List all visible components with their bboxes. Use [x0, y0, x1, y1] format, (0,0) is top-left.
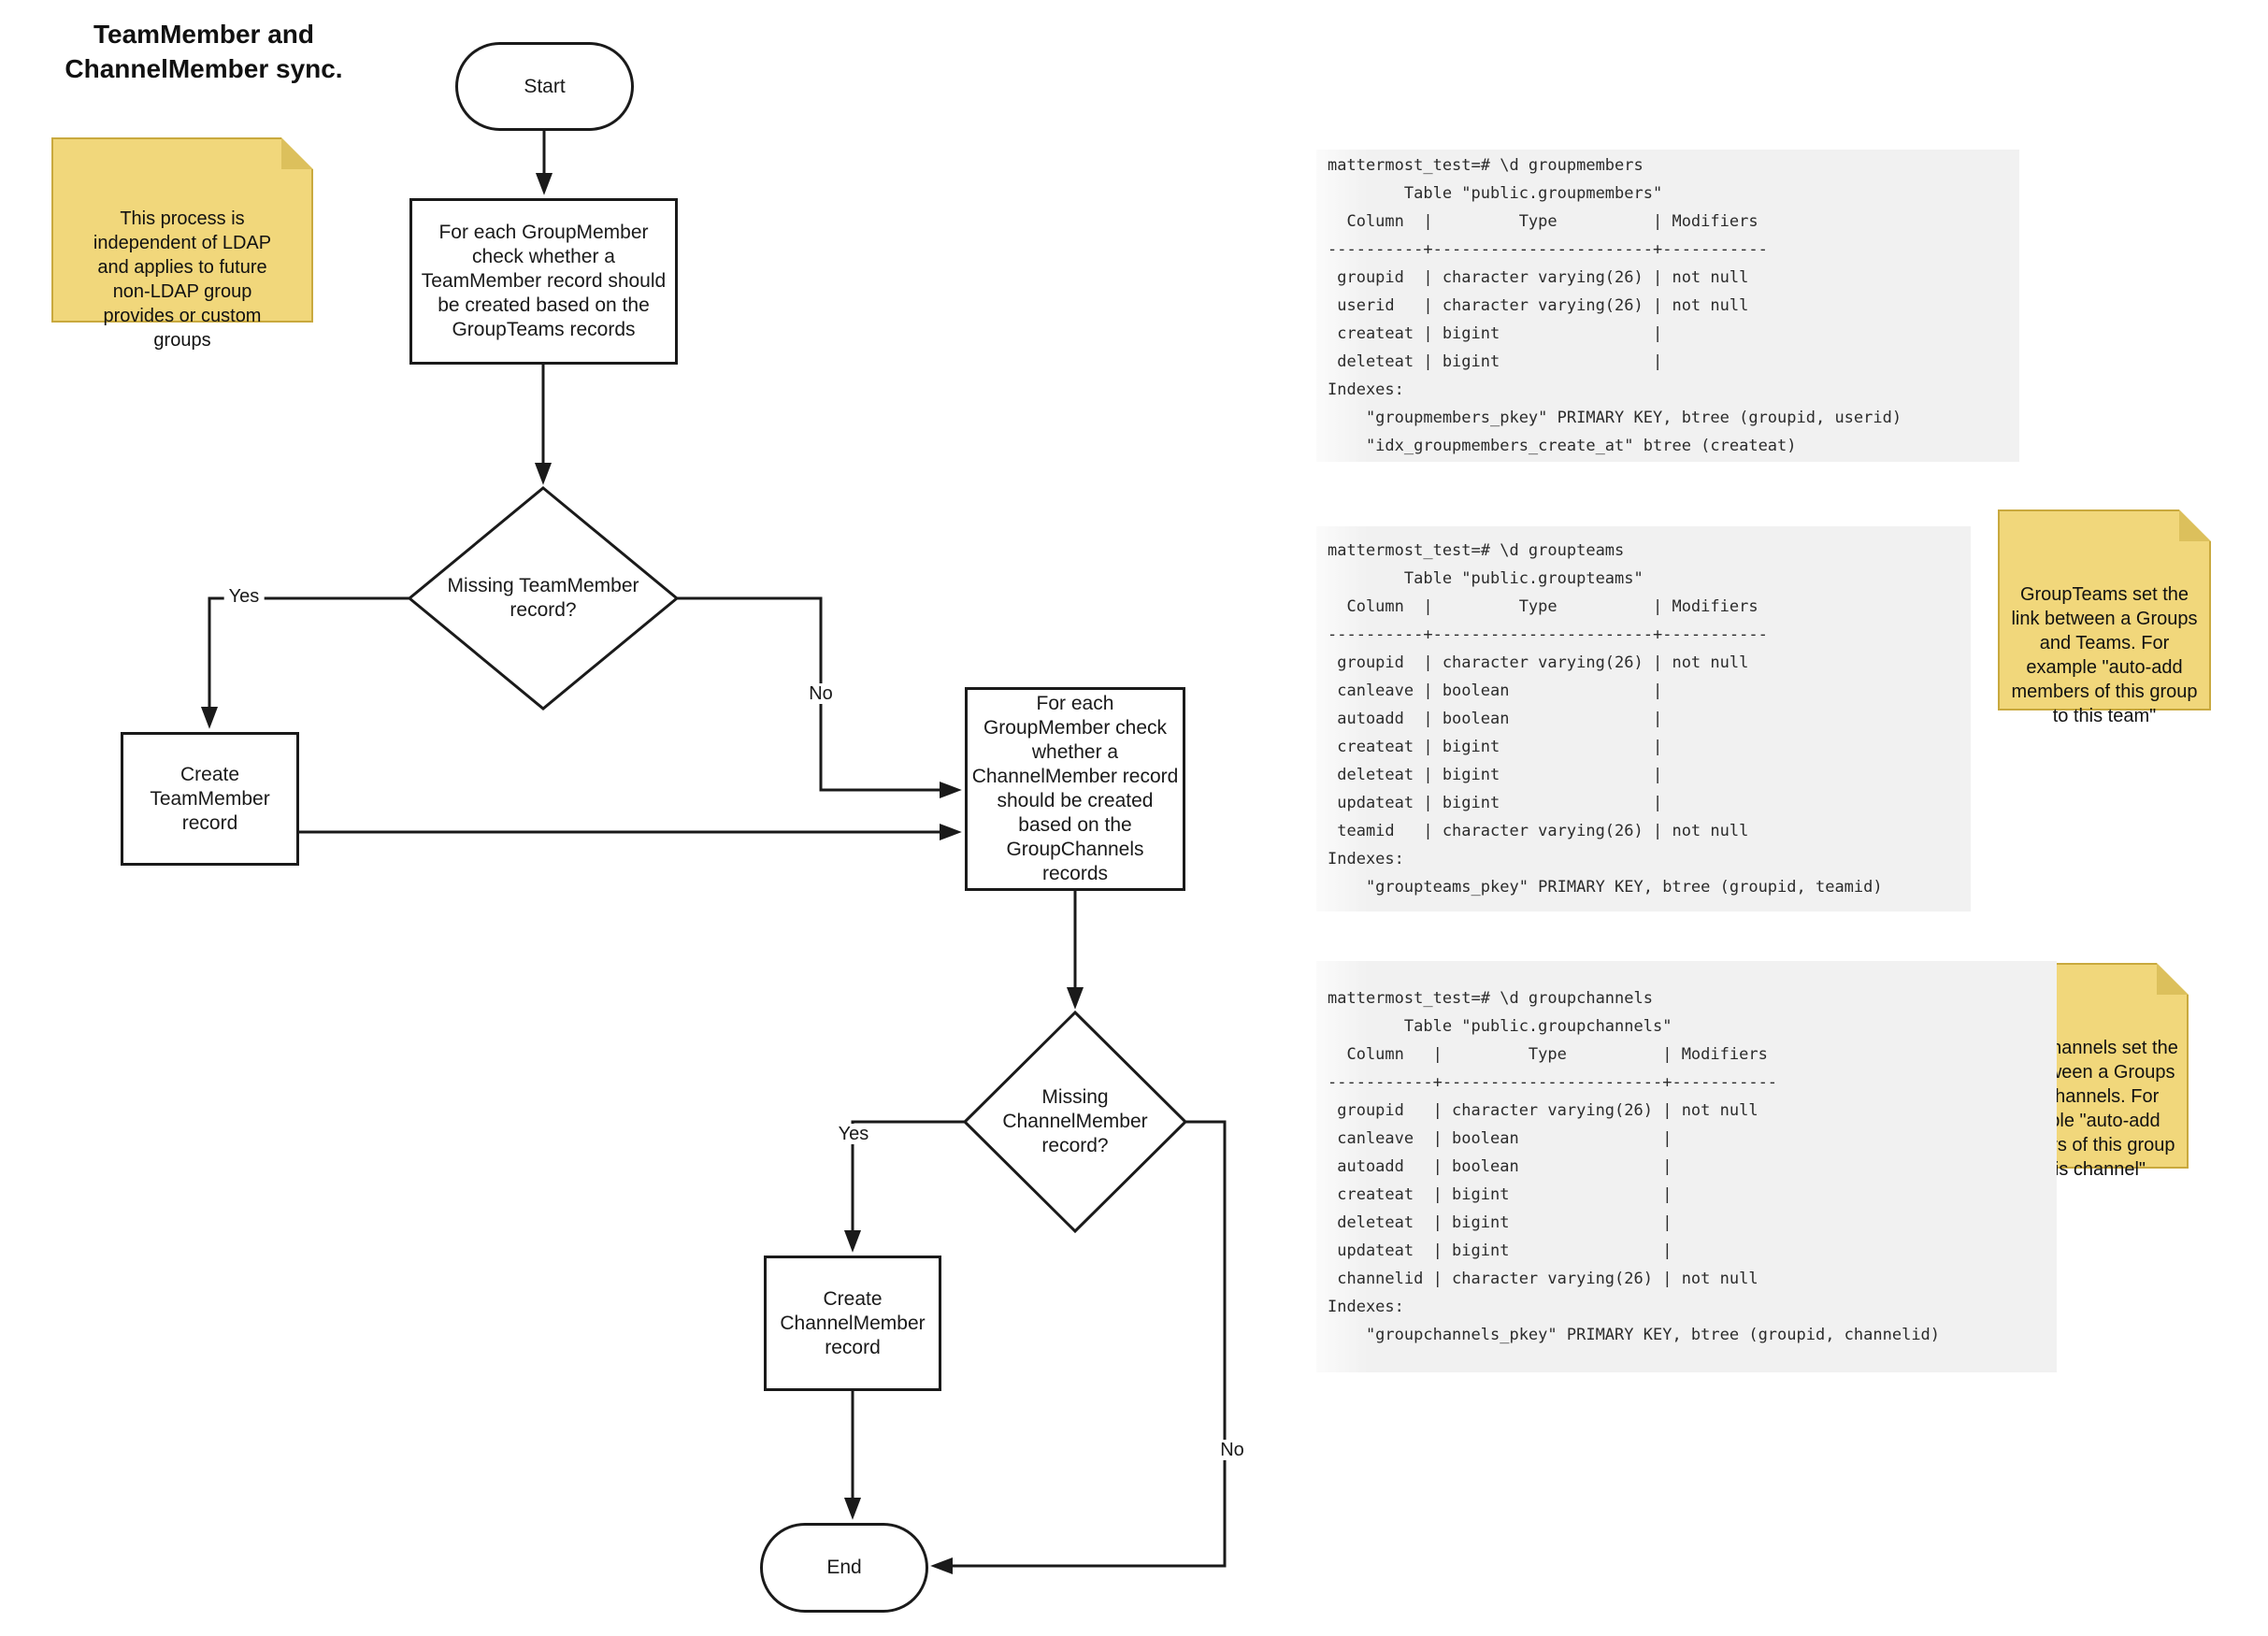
terminal-groupchannels-text: mattermost_test=# \d groupchannels Table…: [1328, 989, 1941, 1344]
start-node: Start: [455, 42, 634, 131]
folded-corner-icon: [2179, 509, 2211, 541]
process-channel-node: For each GroupMember check whether a Cha…: [965, 687, 1185, 891]
edge-label-yes-channel: Yes: [833, 1124, 874, 1144]
create-team-node: Create TeamMember record: [121, 732, 299, 866]
sticky-note-groupteams: GroupTeams set the link between a Groups…: [1998, 509, 2211, 726]
edge-decision-channel-yes: [843, 1120, 965, 1253]
decision-team-shape: [407, 486, 680, 710]
edge-label-no-channel: No: [1215, 1440, 1249, 1460]
terminal-groupmembers-text: mattermost_test=# \d groupmembers Table …: [1328, 156, 1902, 455]
edge-label-no-team: No: [804, 683, 838, 704]
folded-corner-icon: [2157, 963, 2189, 995]
terminal-groupmembers: mattermost_test=# \d groupmembers Table …: [1316, 150, 2019, 462]
folded-corner-icon: [281, 137, 313, 169]
decision-team-label: Missing TeamMember record?: [447, 575, 639, 621]
process-team-node: For each GroupMember check whether a Tea…: [409, 198, 678, 365]
sticky-note-ldap-text: This process is independent of LDAP and …: [93, 208, 272, 351]
decision-channel-shape: [962, 1010, 1188, 1234]
terminal-groupteams: mattermost_test=# \d groupteams Table "p…: [1316, 526, 1971, 911]
edge-decision-channel-no: [930, 1120, 1227, 1575]
create-channel-node: Create ChannelMember record: [764, 1256, 941, 1391]
terminal-groupteams-text: mattermost_test=# \d groupteams Table "p…: [1328, 541, 1883, 897]
sticky-note-groupteams-text: GroupTeams set the link between a Groups…: [2011, 584, 2198, 726]
edge-decision-team-yes: [200, 596, 409, 729]
sticky-note-ldap: This process is independent of LDAP and …: [51, 137, 313, 351]
end-node: End: [760, 1523, 928, 1613]
decision-channel-label: Missing ChannelMember record?: [1002, 1086, 1148, 1156]
diagram-title: TeamMember and ChannelMember sync.: [65, 20, 343, 83]
edge-label-yes-team: Yes: [223, 586, 265, 607]
terminal-groupchannels: mattermost_test=# \d groupchannels Table…: [1316, 961, 2057, 1372]
